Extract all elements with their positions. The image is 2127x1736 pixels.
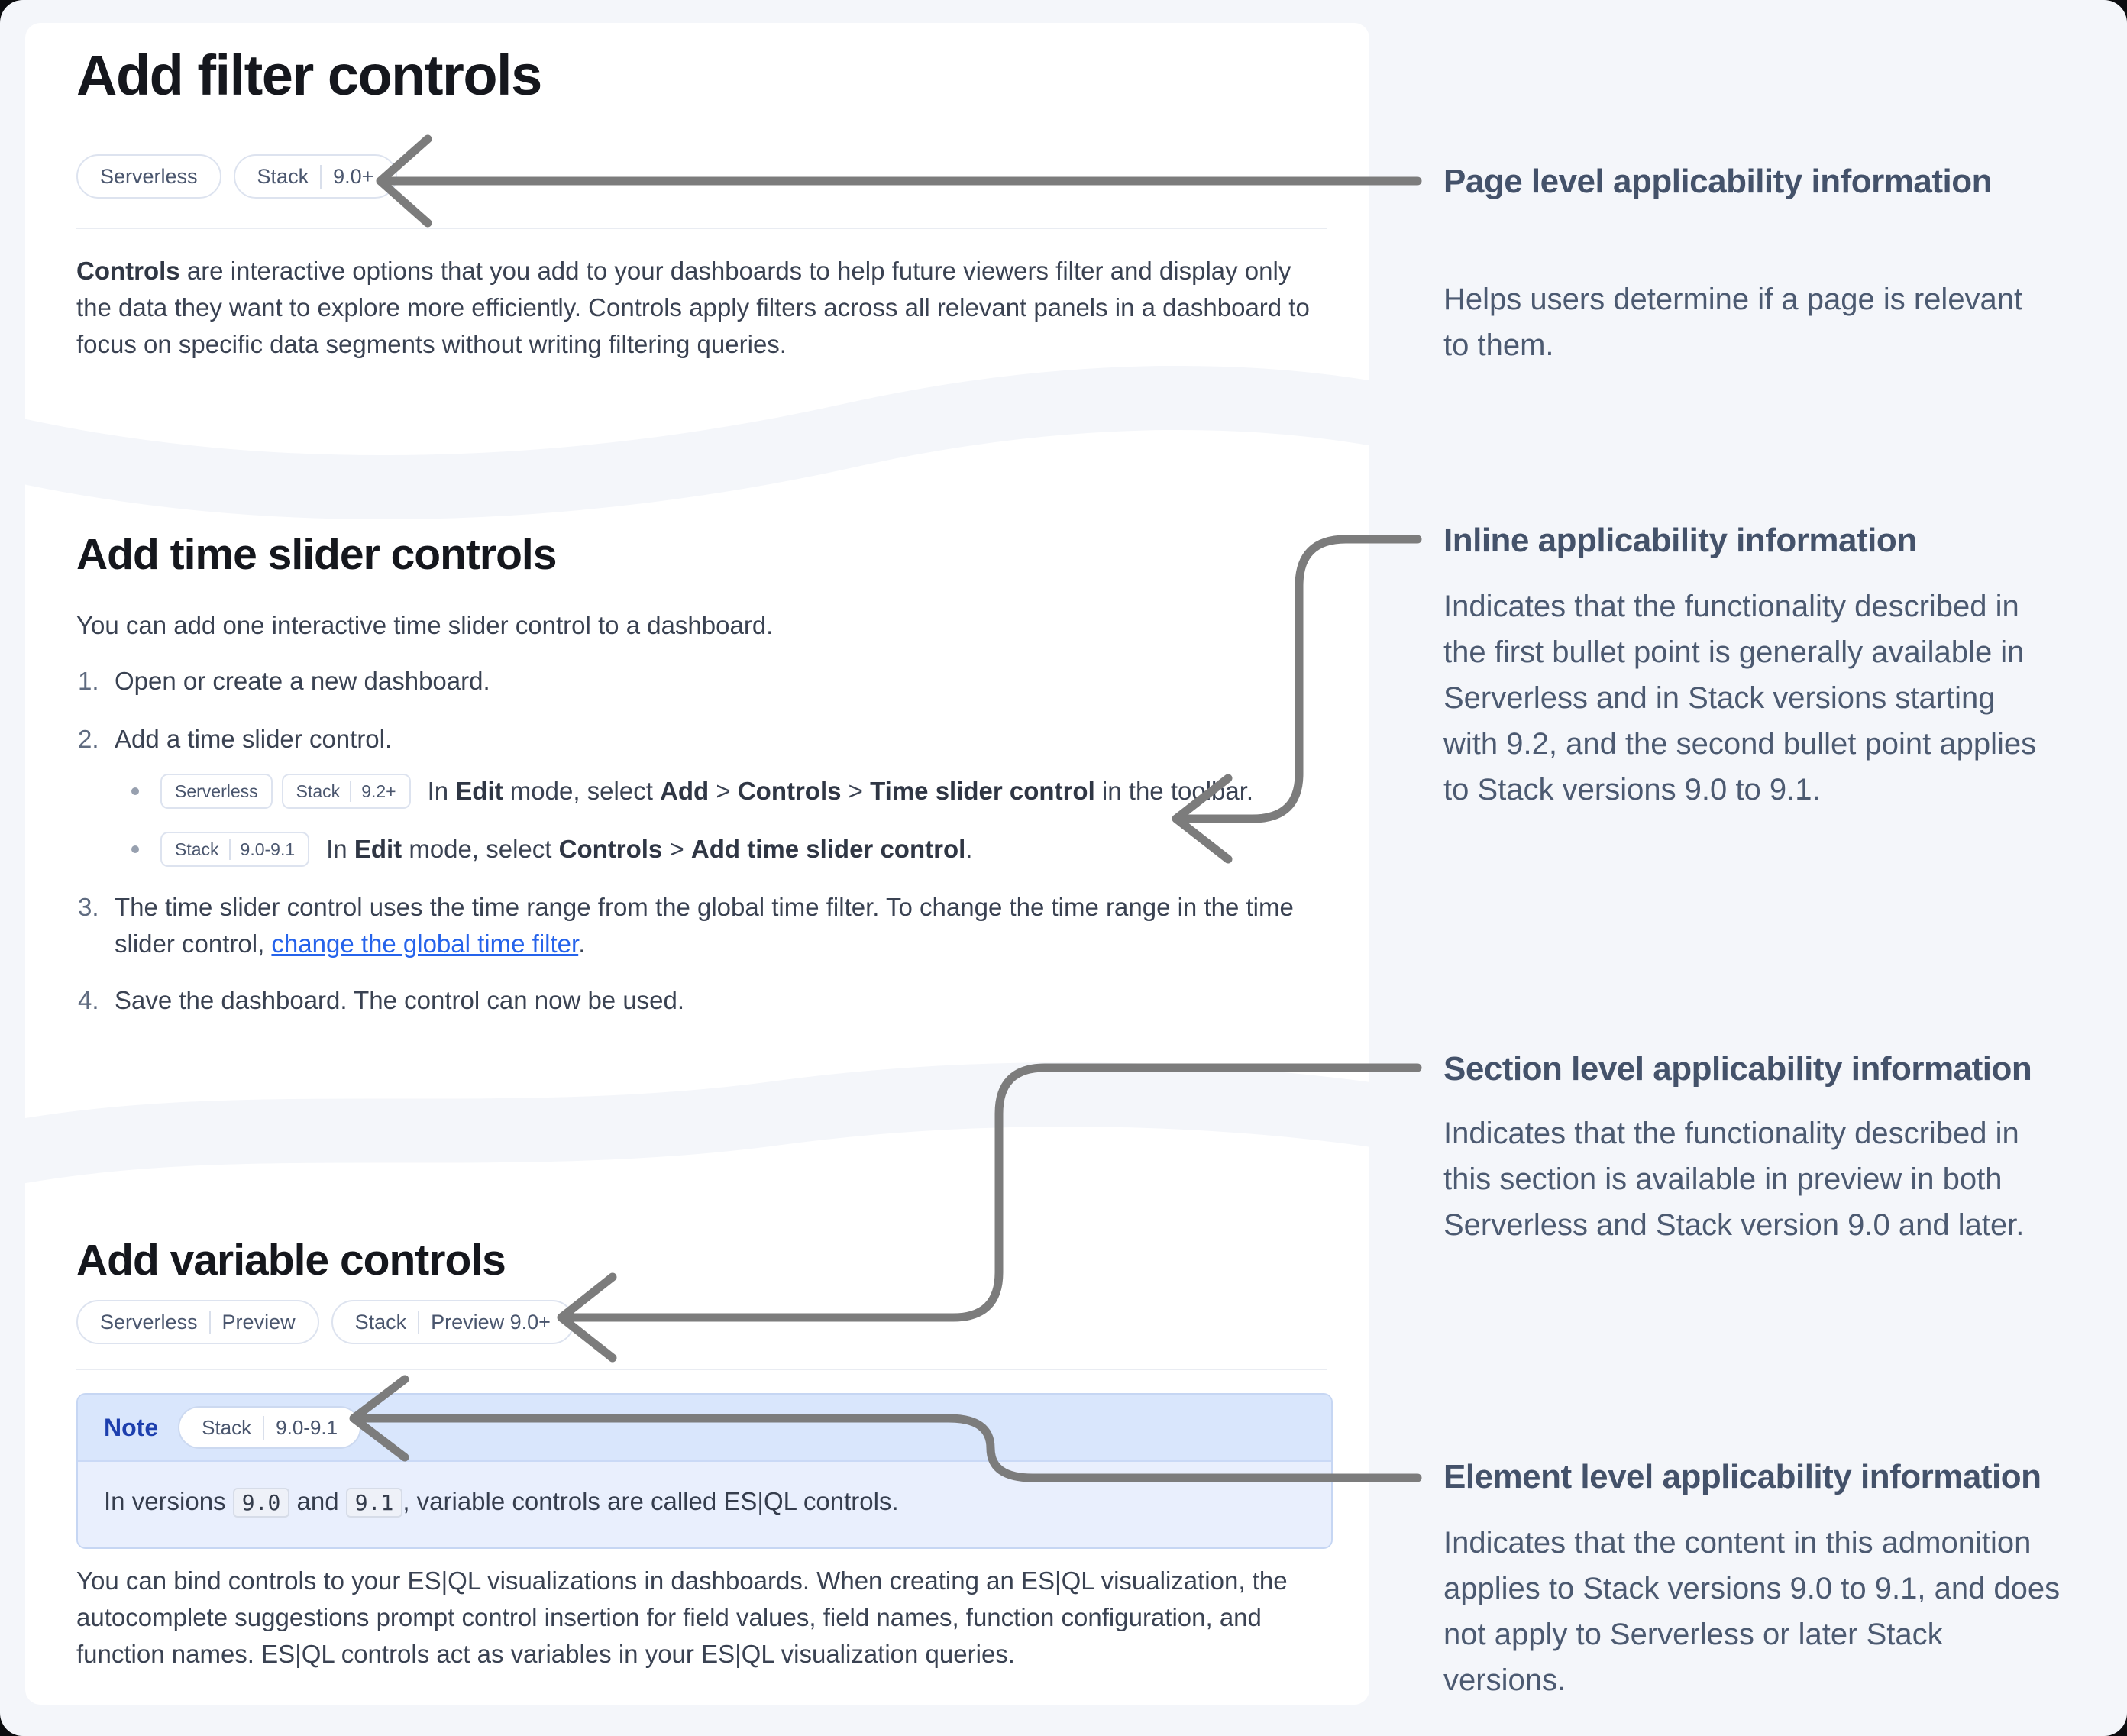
note-label: Note <box>104 1413 159 1441</box>
note-body: In versions 9.0 and 9.1, variable contro… <box>78 1462 1331 1547</box>
step-text: Add a time slider control. <box>115 725 393 753</box>
annotation-body-inline: Indicates that the functionality describ… <box>1443 590 2037 807</box>
page-title: Add filter controls <box>76 44 542 107</box>
bold-text: Controls <box>737 777 842 805</box>
badge-segment: 9.2+ <box>350 781 406 802</box>
bold-text: Controls <box>76 257 180 285</box>
annotation-body-element-level: Indicates that the content in this admon… <box>1443 1526 2061 1697</box>
badge-segment: Serverless <box>175 781 258 801</box>
bold-text: Edit <box>455 777 503 805</box>
section-title-time-slider: Add time slider controls <box>76 530 557 579</box>
bullet-dot-icon <box>131 787 139 795</box>
step-number: 1. <box>78 667 99 695</box>
annotation-title-section-level: Section level applicability information <box>1443 1050 2032 1088</box>
bold-text: Time slider control <box>870 777 1095 805</box>
badge-segment: Serverless <box>100 164 198 188</box>
divider <box>76 228 1327 229</box>
global-time-filter-link[interactable]: change the global time filter <box>271 929 579 958</box>
code-span: 9.0 <box>232 1488 290 1518</box>
applicability-badge: Stack 9.0-9.1 <box>160 832 310 867</box>
annotation-body-section-level: Indicates that the functionality describ… <box>1443 1117 2025 1242</box>
inline-applicability-badges: Stack 9.0-9.1 <box>160 832 310 867</box>
bullet-serverless-stack-92: Serverless Stack 9.2+ In Edit mode, select… <box>131 771 1253 811</box>
applicability-badge: Stack 9.2+ <box>281 774 411 809</box>
bullet-dot-icon <box>131 845 139 853</box>
badge-segment: Stack <box>202 1415 252 1439</box>
badge-segment: 9.0-9.1 <box>263 1415 349 1440</box>
section-applicability-badges: Serverless Preview Stack Preview 9.0+ <box>76 1300 574 1344</box>
applicability-badge: Serverless Preview <box>76 1300 319 1344</box>
bold-text: Add time slider control <box>690 835 966 863</box>
step-4: 4. Save the dashboard. The control can n… <box>76 982 1310 1019</box>
divider <box>76 1369 1327 1370</box>
step-text: Open or create a new dashboard. <box>115 667 490 695</box>
badge-segment: Serverless <box>100 1310 198 1334</box>
badge-segment: Stack <box>175 839 219 859</box>
badge-segment: Preview <box>208 1310 307 1334</box>
step-text: Save the dashboard. The control can now … <box>115 986 685 1014</box>
bold-text: Controls <box>558 835 663 863</box>
applicability-badge: Serverless <box>76 154 221 199</box>
applicability-badge: Serverless <box>160 774 273 809</box>
page-applicability-badges: Serverless Stack 9.0+ <box>76 154 398 199</box>
badge-segment: Stack <box>354 1310 407 1334</box>
step-number: 2. <box>78 725 99 753</box>
intro-paragraph: Controls are interactive options that yo… <box>76 257 1310 358</box>
step-1: 1. Open or create a new dashboard. <box>76 663 1310 700</box>
step-number: 3. <box>78 893 99 921</box>
badge-segment: 9.0+ <box>320 164 385 189</box>
bullet-stack-90-91: Stack 9.0-9.1 In Edit mode, select Contro… <box>131 829 972 869</box>
badge-segment: 9.0-9.1 <box>228 839 305 860</box>
note-header: Note Stack 9.0-9.1 <box>78 1395 1331 1462</box>
step-2: 2. Add a time slider control. <box>76 721 1310 758</box>
note-applicability-badge: Stack 9.0-9.1 <box>178 1406 362 1449</box>
step-number: 4. <box>78 986 99 1014</box>
step-3: 3. The time slider control uses the time… <box>76 889 1310 962</box>
applicability-badge: Stack 9.0+ <box>233 154 398 199</box>
badge-segment: Preview 9.0+ <box>418 1310 562 1334</box>
bold-text: Edit <box>354 835 402 863</box>
annotation-title-page-level: Page level applicability information <box>1443 163 1992 200</box>
annotation-body-page-level: Helps users determine if a page is relev… <box>1443 283 2023 362</box>
inline-applicability-badges: Serverless Stack 9.2+ <box>160 774 411 809</box>
applicability-badge: Stack Preview 9.0+ <box>331 1300 574 1344</box>
bullet-text: In Edit mode, select Controls > Add time… <box>326 835 973 863</box>
badge-segment: Stack <box>296 781 341 801</box>
note-admonition: Note Stack 9.0-9.1 In versions 9.0 and 9.… <box>76 1393 1333 1549</box>
code-span: 9.1 <box>345 1488 403 1518</box>
section-title-variable-controls: Add variable controls <box>76 1236 506 1285</box>
step-text: The time slider control uses the time ra… <box>115 893 1294 958</box>
bullet-text: In Edit mode, select Add > Controls > Ti… <box>427 777 1254 805</box>
bold-text: Add <box>660 777 710 805</box>
annotation-title-inline: Inline applicability information <box>1443 522 1917 559</box>
section-intro: You can add one interactive time slider … <box>76 611 774 639</box>
closing-paragraph: You can bind controls to your ES|QL visu… <box>76 1566 1288 1668</box>
badge-segment: Stack <box>257 164 309 188</box>
annotation-title-element-level: Element level applicability information <box>1443 1458 2041 1495</box>
